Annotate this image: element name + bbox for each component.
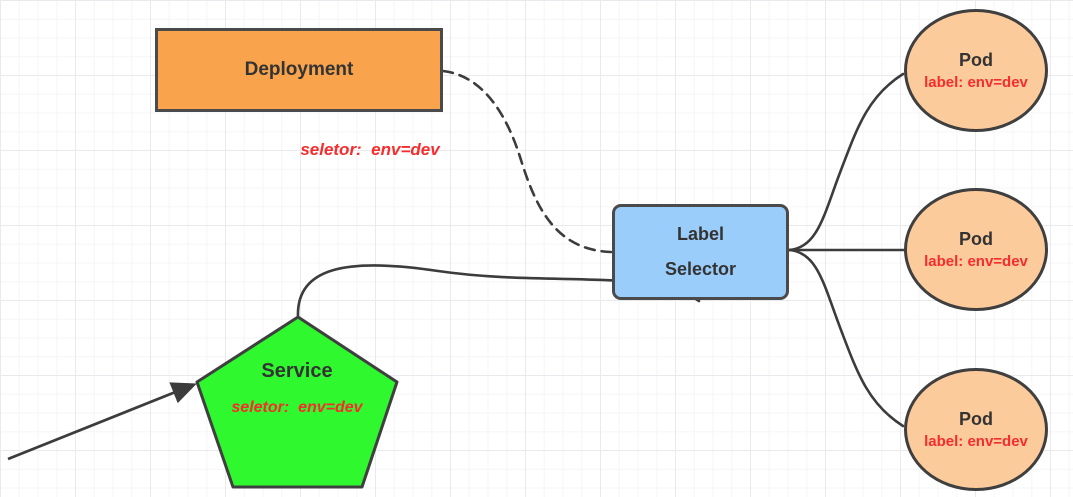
edge-selector-to-pod-3[interactable] xyxy=(787,248,905,428)
edge-deployment-to-selector[interactable] xyxy=(441,69,613,254)
pod-title: Pod xyxy=(959,50,993,71)
edge-selector-to-pod-1[interactable] xyxy=(787,72,905,252)
edge-arrow-into-service[interactable] xyxy=(7,382,197,461)
label-selector-line1: Label xyxy=(676,224,724,245)
label-selector-line2: Selector xyxy=(664,258,737,279)
pod-env-label: label: env=dev xyxy=(924,252,1028,270)
deployment-label: Deployment xyxy=(244,59,354,80)
label-selector-node[interactable]: Label Selector xyxy=(612,204,789,300)
service-pentagon-shape[interactable] xyxy=(195,315,399,489)
deployment-node[interactable]: Deployment xyxy=(155,28,443,112)
service-node-text: Service seletor: env=dev xyxy=(197,360,397,417)
deployment-selector-note: seletor: env=dev xyxy=(300,140,440,159)
pod-title: Pod xyxy=(959,229,993,250)
pod-node-3[interactable]: Pod label: env=dev xyxy=(904,368,1048,491)
pod-title: Pod xyxy=(959,409,993,430)
service-selector-note: seletor: env=dev xyxy=(231,399,363,416)
pod-node-1[interactable]: Pod label: env=dev xyxy=(904,9,1048,132)
pod-node-2[interactable]: Pod label: env=dev xyxy=(904,188,1048,311)
pod-env-label: label: env=dev xyxy=(924,73,1028,91)
service-label: Service xyxy=(261,360,333,382)
pod-env-label: label: env=dev xyxy=(924,432,1028,450)
